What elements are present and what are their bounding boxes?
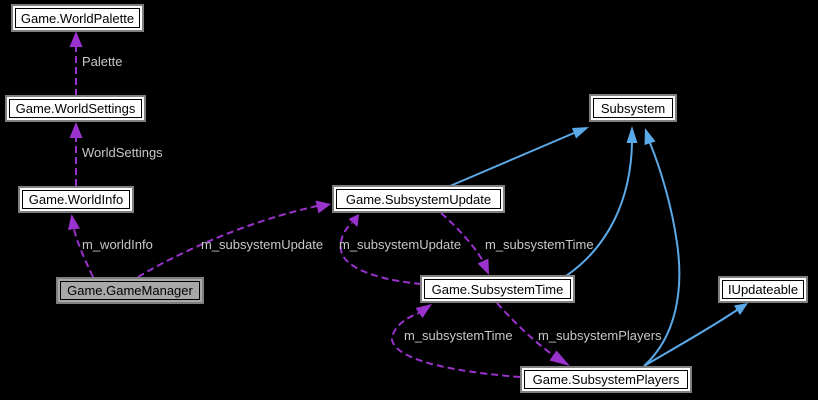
edge-subsystemplayers-to-subsystem [643, 142, 681, 367]
edge-subsystemupdate-to-subsystemtime [440, 212, 484, 262]
node-label: Game.WorldPalette [15, 8, 140, 28]
node-iupdateable[interactable]: IUpdateable [718, 276, 808, 303]
arrowhead-icon [644, 128, 656, 145]
node-game-subsystemplayers[interactable]: Game.SubsystemPlayers [520, 366, 692, 393]
edge-subsystemtime-to-subsystemplayers [496, 302, 554, 356]
arrowhead-icon [572, 127, 589, 139]
node-label: Game.WorldInfo [22, 190, 130, 209]
arrowhead-icon [68, 214, 80, 230]
edge-label-m-worldinfo: m_worldInfo [82, 237, 153, 252]
node-game-subsystemupdate[interactable]: Game.SubsystemUpdate [332, 185, 505, 213]
node-label: Game.SubsystemUpdate [336, 189, 501, 209]
arrowhead-icon [348, 214, 359, 227]
edge-label-m-subsystemplayers: m_subsystemPlayers [538, 328, 662, 343]
edge-subsystemtime-to-subsystem [565, 141, 633, 277]
edge-subsystemtime-to-subsystemupdate [339, 222, 422, 285]
edge-label-m-subsystemtime-2: m_subsystemTime [404, 328, 513, 343]
arrowhead-icon [315, 200, 331, 214]
edge-label-m-subsystemupdate-2: m_subsystemUpdate [339, 237, 462, 252]
node-label: Game.SubsystemPlayers [524, 370, 688, 389]
node-subsystem[interactable]: Subsystem [589, 94, 677, 122]
edge-subsystemupdate-to-subsystem [449, 132, 575, 187]
arrowhead-icon [69, 122, 83, 138]
node-game-gamemanager: Game.GameManager [56, 277, 204, 304]
edge-gamemanager-to-worldinfo [73, 228, 94, 278]
arrowhead-icon [626, 126, 638, 143]
edge-label-palette: Palette [82, 54, 123, 69]
edge-gamemanager-to-subsystemupdate [137, 205, 318, 278]
node-game-worldpalette[interactable]: Game.WorldPalette [11, 4, 144, 32]
node-label: Game.WorldSettings [9, 99, 142, 118]
edge-subsystemplayers-to-iupdateable [643, 309, 738, 367]
edge-label-worldsettings: WorldSettings [82, 145, 163, 160]
edge-subsystemplayers-to-subsystemtime [390, 312, 521, 378]
node-label: Game.SubsystemTime [424, 279, 571, 299]
node-label: IUpdateable [722, 280, 804, 299]
node-label: Game.GameManager [60, 281, 200, 300]
arrowhead-icon [549, 350, 570, 366]
arrowhead-icon [415, 304, 432, 318]
arrowhead-icon [734, 303, 748, 315]
edge-label-m-subsystemtime-1: m_subsystemTime [485, 237, 594, 252]
node-game-subsystemtime[interactable]: Game.SubsystemTime [420, 275, 575, 303]
node-game-worldinfo[interactable]: Game.WorldInfo [18, 186, 134, 213]
node-label: Subsystem [593, 98, 673, 118]
edge-label-m-subsystemupdate-1: m_subsystemUpdate [201, 237, 324, 252]
node-game-worldsettings[interactable]: Game.WorldSettings [5, 95, 146, 122]
arrowhead-icon [477, 258, 489, 275]
arrowhead-icon [69, 31, 83, 47]
